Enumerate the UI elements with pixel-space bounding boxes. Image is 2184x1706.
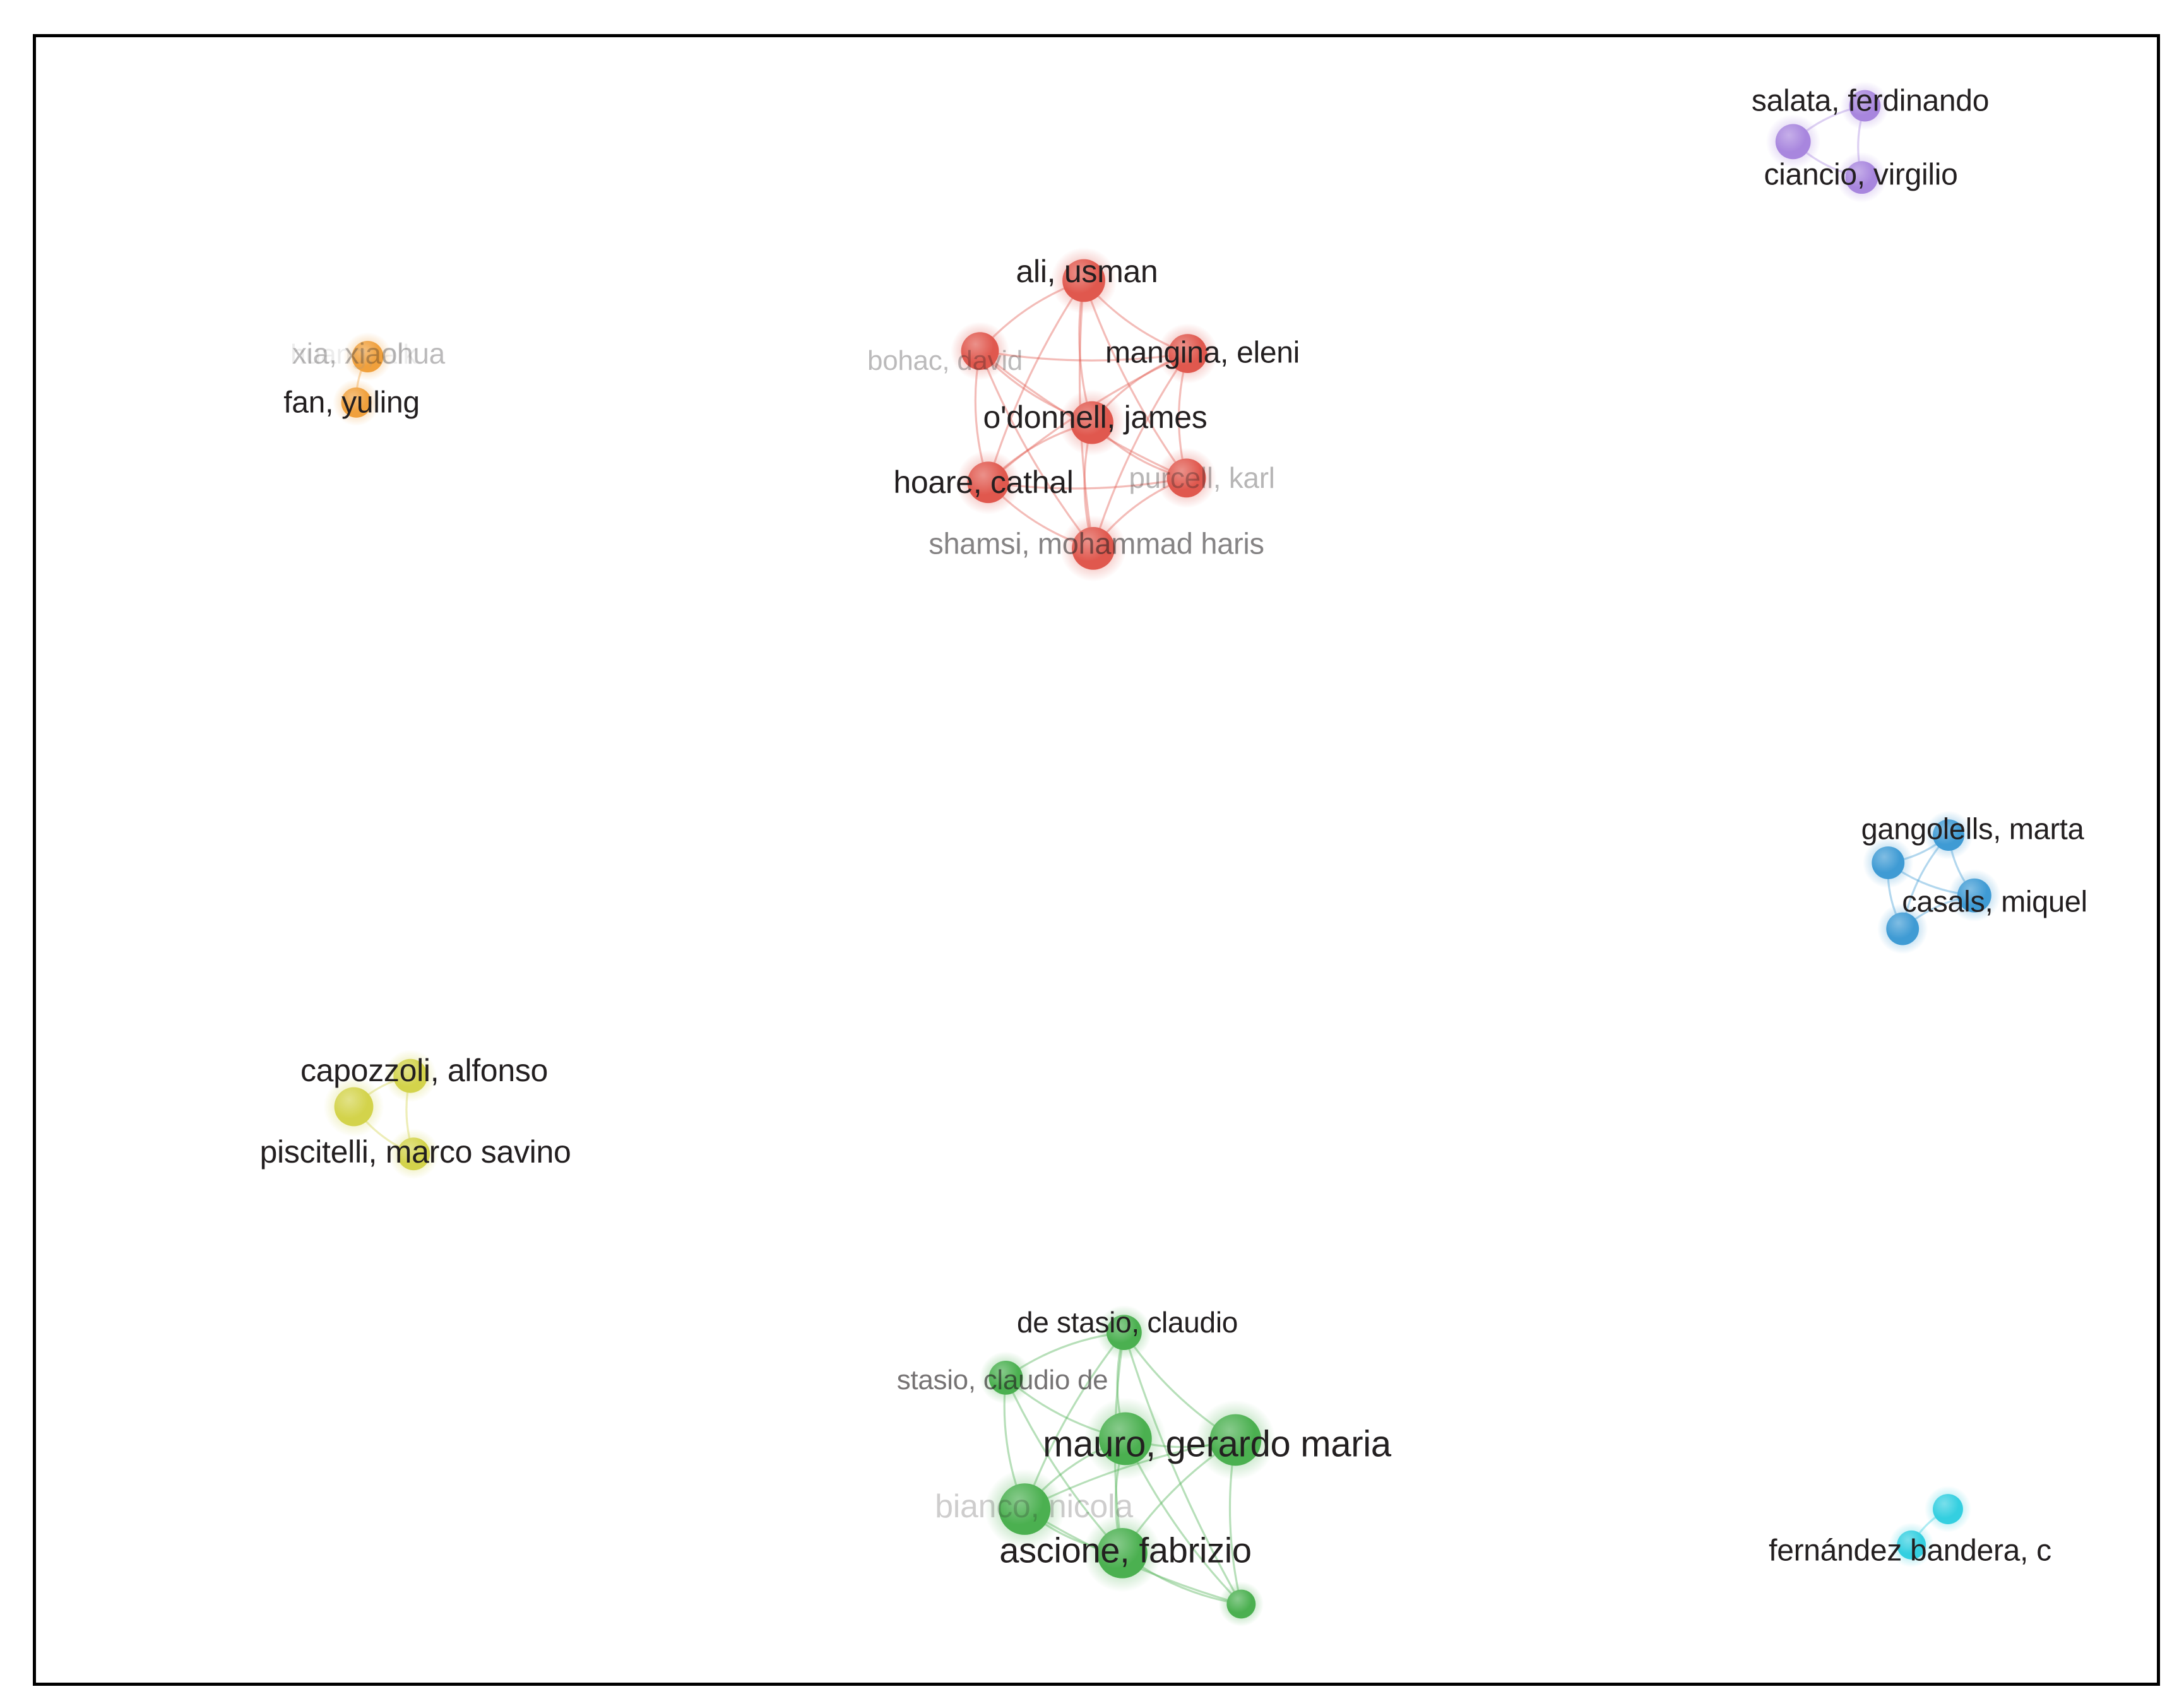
node-circle[interactable]: [1071, 401, 1113, 444]
node-circle[interactable]: [1957, 878, 1991, 913]
node-circle[interactable]: [334, 1087, 374, 1127]
node-circle[interactable]: [1226, 1589, 1256, 1619]
node-circle[interactable]: [1209, 1414, 1262, 1466]
node-circle[interactable]: [1933, 819, 1964, 851]
node-circle[interactable]: [341, 387, 372, 418]
node-circle[interactable]: [1845, 161, 1878, 194]
node-circle[interactable]: [1886, 912, 1920, 945]
node-circles-layer[interactable]: [323, 81, 2001, 1626]
node-circle[interactable]: [1062, 259, 1105, 302]
node-circle[interactable]: [988, 1360, 1023, 1395]
link-line: [978, 350, 1189, 362]
node-circle[interactable]: [1166, 458, 1206, 498]
node-circle[interactable]: [393, 1058, 428, 1093]
node-circle[interactable]: [1098, 1412, 1152, 1466]
network-graph[interactable]: [36, 37, 2157, 1683]
node-circle[interactable]: [961, 332, 999, 370]
link-line: [1123, 1331, 1242, 1606]
node-circle[interactable]: [999, 1483, 1051, 1535]
node-circle[interactable]: [1872, 846, 1905, 879]
link-lines-layer: [352, 104, 1976, 1606]
node-circle[interactable]: [352, 341, 384, 372]
link-line: [987, 279, 1085, 483]
node-circle[interactable]: [1897, 1530, 1926, 1560]
node-circle[interactable]: [1849, 90, 1881, 122]
node-circle[interactable]: [1106, 1315, 1142, 1351]
node-circle[interactable]: [1096, 1527, 1148, 1579]
node-circle[interactable]: [1933, 1494, 1963, 1524]
node-circle[interactable]: [1072, 527, 1115, 570]
node-circle[interactable]: [967, 461, 1009, 504]
node-circle[interactable]: [397, 1137, 430, 1171]
node-circle[interactable]: [1775, 124, 1811, 160]
node-circle[interactable]: [1168, 334, 1208, 373]
